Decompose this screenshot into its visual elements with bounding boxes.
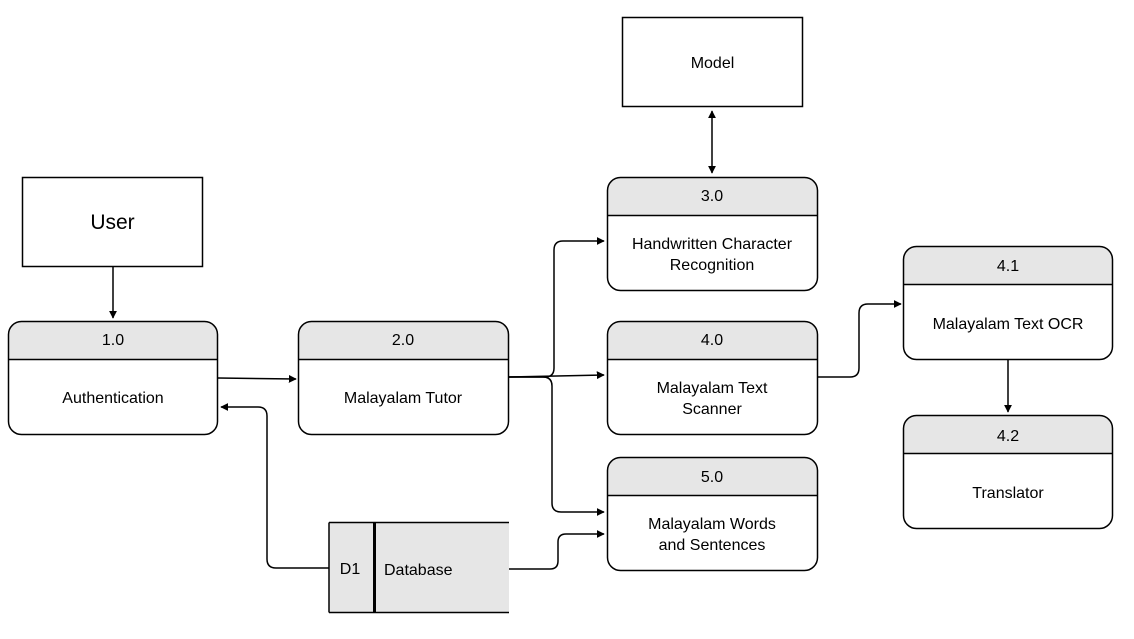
process-authentication-id: 1.0	[102, 332, 124, 349]
process-words-sentences-id: 5.0	[701, 469, 723, 486]
process-words-sentences-name-line1: Malayalam Words	[648, 516, 776, 533]
datastore-database: D1 Database	[328, 521, 509, 614]
arrow-database-to-words	[509, 530, 605, 570]
process-text-ocr: 4.1 Malayalam Text OCR	[902, 245, 1114, 361]
process-text-scanner-name-line1: Malayalam Text	[657, 380, 768, 397]
entity-model-label: Model	[691, 55, 735, 72]
arrow-database-to-authentication	[220, 403, 330, 569]
process-malayalam-tutor: 2.0 Malayalam Tutor	[297, 320, 510, 436]
process-text-scanner-id: 4.0	[701, 332, 723, 349]
process-text-ocr-name: Malayalam Text OCR	[933, 316, 1084, 333]
connectors	[109, 110, 1012, 570]
process-handwritten-recognition-name-line2: Recognition	[670, 257, 755, 274]
datastore-name: Database	[384, 562, 453, 579]
entity-user: User	[21, 176, 204, 268]
process-text-ocr-id: 4.1	[997, 258, 1019, 275]
entity-model: Model	[621, 16, 804, 108]
process-translator-id: 4.2	[997, 428, 1019, 445]
process-words-sentences-name-line2: and Sentences	[659, 537, 766, 554]
arrow-authentication-to-tutor	[217, 374, 297, 383]
process-handwritten-recognition-name-line1: Handwritten Character	[632, 236, 793, 253]
process-authentication-name: Authentication	[62, 390, 163, 407]
datastore-id: D1	[340, 561, 361, 578]
process-text-scanner: 4.0 Malayalam Text Scanner	[606, 320, 819, 436]
process-words-sentences: 5.0 Malayalam Words and Sentences	[606, 456, 819, 572]
arrow-text-scanner-to-ocr	[818, 300, 902, 378]
process-translator-name: Translator	[972, 485, 1044, 502]
entity-user-label: User	[90, 211, 134, 234]
process-malayalam-tutor-name: Malayalam Tutor	[344, 390, 463, 407]
arrow-tutor-to-words	[509, 376, 605, 516]
process-authentication: 1.0 Authentication	[7, 320, 219, 436]
process-text-scanner-name-line2: Scanner	[682, 401, 742, 418]
process-malayalam-tutor-id: 2.0	[392, 332, 414, 349]
process-handwritten-recognition-id: 3.0	[701, 188, 723, 205]
process-handwritten-recognition: 3.0 Handwritten Character Recognition	[606, 176, 819, 292]
process-translator: 4.2 Translator	[902, 414, 1114, 530]
arrow-tutor-to-handwritten	[509, 237, 605, 378]
